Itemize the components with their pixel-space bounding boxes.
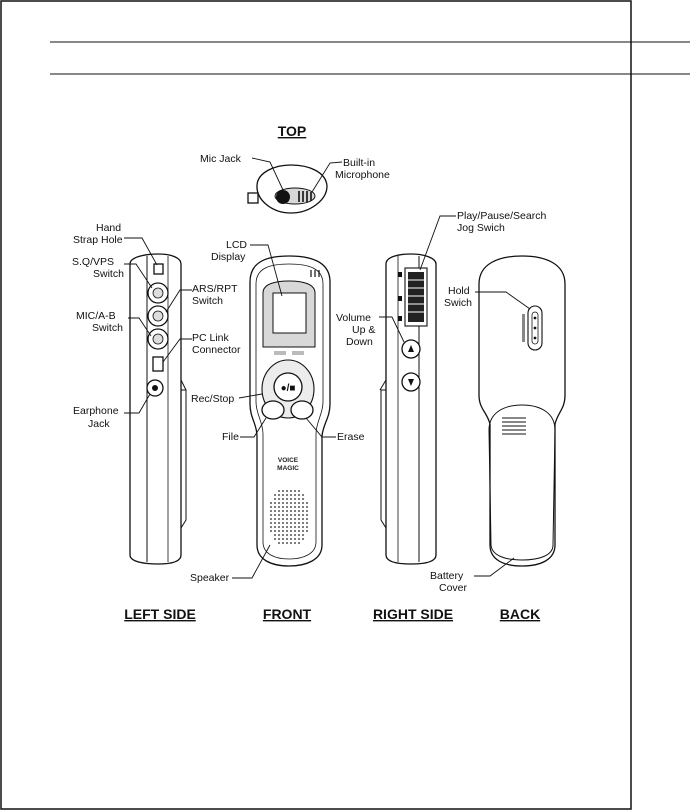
- label-earphone-2: Jack: [88, 418, 110, 430]
- lcd-display-screen: [273, 293, 306, 333]
- top-view-device: [248, 165, 327, 213]
- jog-switch-icon: [405, 268, 427, 326]
- label-rec-stop: Rec/Stop: [191, 393, 234, 405]
- label-volume-3: Down: [346, 336, 373, 348]
- label-earphone-1: Earphone: [73, 405, 119, 417]
- label-hold-2: Swich: [444, 297, 472, 309]
- svg-text:●/■: ●/■: [281, 383, 296, 394]
- right-side-device: [380, 254, 436, 564]
- label-lcd-2: Display: [211, 251, 246, 263]
- view-title-left: LEFT SIDE: [124, 606, 196, 622]
- view-title-back: BACK: [500, 606, 540, 622]
- label-battery-1: Battery: [430, 570, 464, 582]
- label-mic-ab-2: Switch: [92, 322, 123, 334]
- back-device: [479, 256, 565, 566]
- erase-button: [291, 401, 313, 419]
- label-battery-2: Cover: [439, 582, 468, 594]
- view-title-right: RIGHT SIDE: [373, 606, 453, 622]
- label-lcd-1: LCD: [226, 239, 247, 251]
- brand-magic: MAGIC: [277, 465, 299, 472]
- label-file: File: [222, 431, 239, 443]
- left-side-device: [130, 254, 186, 564]
- label-speaker: Speaker: [190, 572, 230, 584]
- view-title-top: TOP: [278, 123, 307, 139]
- label-play-pause-2: Jog Swich: [457, 222, 505, 234]
- label-pc-link-2: Connector: [192, 344, 241, 356]
- label-ars-rpt-1: ARS/RPT: [192, 283, 238, 295]
- view-title-front: FRONT: [263, 606, 312, 622]
- label-hand-strap-2: Strap Hole: [73, 234, 123, 246]
- brand-voice: VOICE: [278, 457, 299, 464]
- label-ars-rpt-2: Switch: [192, 295, 223, 307]
- label-sq-vps-2: Switch: [93, 268, 124, 280]
- label-mic-ab-1: MIC/A-B: [76, 310, 116, 322]
- file-button: [262, 401, 284, 419]
- strap-hole: [154, 264, 163, 274]
- label-builtin-mic-2: Microphone: [335, 169, 390, 181]
- label-sq-vps-1: S.Q/VPS: [72, 256, 114, 268]
- pc-link-port: [153, 357, 163, 371]
- label-erase: Erase: [337, 431, 365, 443]
- front-device: ●/■ VOICE MAGIC: [250, 256, 330, 566]
- label-hold-1: Hold: [448, 285, 470, 297]
- label-hand-strap-1: Hand: [96, 222, 121, 234]
- mic-jack-hole: [276, 190, 290, 204]
- label-mic-jack: Mic Jack: [200, 153, 242, 165]
- label-volume-2: Up &: [352, 324, 375, 336]
- label-play-pause-1: Play/Pause/Search: [457, 210, 546, 222]
- label-builtin-mic-1: Built-in: [343, 157, 375, 169]
- label-pc-link-1: PC Link: [192, 332, 230, 344]
- label-volume-1: Volume: [336, 312, 371, 324]
